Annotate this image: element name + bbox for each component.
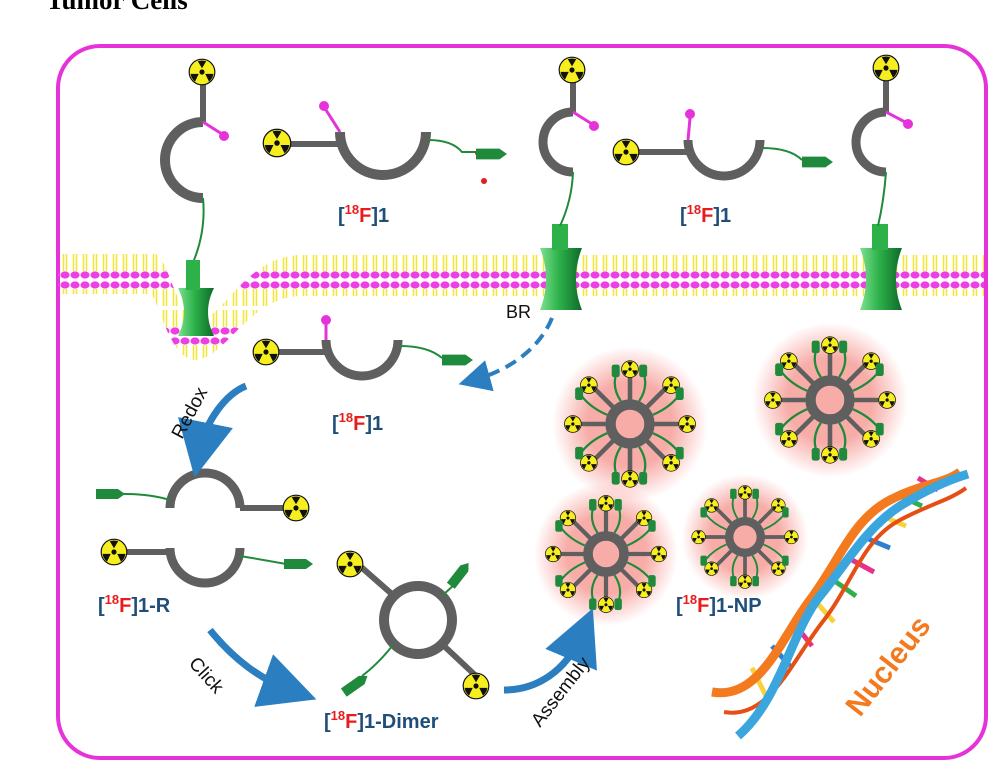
- nanoparticle: [682, 474, 808, 600]
- br-label: BR: [506, 302, 531, 322]
- cell-membrane: [58, 252, 984, 360]
- membrane-receptor: [860, 224, 902, 310]
- nanoparticle: [552, 346, 707, 501]
- membrane-receptor: [178, 260, 214, 336]
- compound-label-2: [18F]1: [680, 202, 731, 227]
- radio-icon: [100, 538, 128, 566]
- radio-icon: [612, 138, 640, 166]
- radio-icon: [872, 54, 900, 82]
- bound-molecule-middle: [538, 78, 599, 227]
- radio-icon: [252, 338, 280, 366]
- compound-label-dimer: [18F]1-Dimer: [324, 708, 439, 733]
- radio-icon: [336, 550, 364, 578]
- radio-icon: [282, 494, 310, 522]
- membrane-receptor: [540, 224, 582, 310]
- compound-label-3: [18F]1: [332, 410, 383, 435]
- nanoparticle: [752, 322, 907, 477]
- compound-label-1: [18F]1: [338, 202, 389, 227]
- bound-molecule-right: [851, 80, 913, 227]
- radio-icon: [262, 128, 292, 158]
- assembly-arrow: [503, 608, 597, 694]
- radio-icon: [188, 58, 216, 86]
- redox-arrow: [178, 382, 248, 478]
- radio-icon: [558, 56, 586, 84]
- compound-label-np: [18F]1-NP: [676, 592, 762, 617]
- free-probe-3: [278, 315, 443, 381]
- radio-icon: [462, 672, 490, 700]
- br-arrow: [458, 317, 554, 392]
- figure-title: Tumor Cells: [46, 0, 188, 15]
- nanoparticle: [534, 482, 678, 626]
- click-arrow: [207, 627, 317, 707]
- compound-label-r: [18F]1-R: [98, 592, 171, 617]
- dna-helix: [711, 468, 970, 740]
- free-probe-2: [638, 109, 803, 181]
